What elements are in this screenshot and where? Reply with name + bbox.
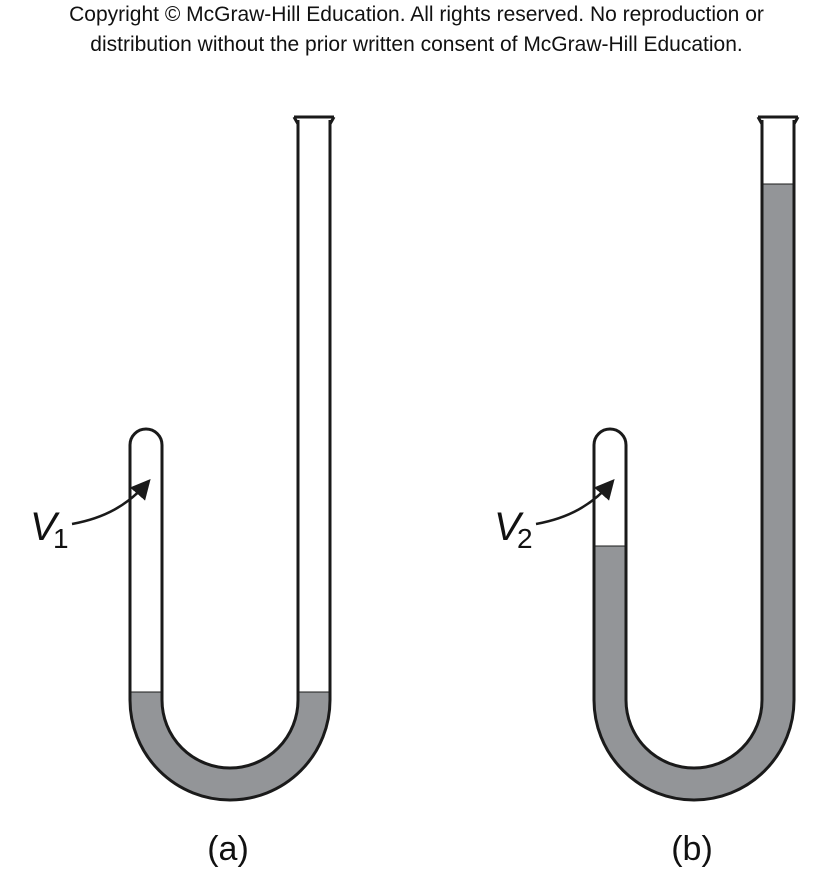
volume-arrow-a bbox=[71, 478, 151, 526]
u-tube-outer-wall-a-2 bbox=[128, 120, 332, 802]
caption-a: (a) bbox=[207, 830, 249, 868]
volume-label-a: V bbox=[30, 505, 60, 549]
panel-a: V 1 (a) bbox=[30, 115, 336, 868]
panel-b: V 2 (b) bbox=[494, 115, 800, 868]
tube-open-end-b bbox=[756, 115, 800, 125]
volume-subscript-a: 1 bbox=[53, 523, 69, 554]
u-tube-outer-wall-b-2 bbox=[592, 120, 796, 802]
volume-arrow-b bbox=[535, 478, 615, 526]
mercury-column-b bbox=[594, 184, 794, 800]
copyright-line-1: Copyright © McGraw-Hill Education. All r… bbox=[69, 3, 764, 26]
caption-b: (b) bbox=[671, 830, 713, 868]
u-tube-outer-wall-b bbox=[592, 120, 764, 770]
copyright-line-2: distribution without the prior written c… bbox=[90, 33, 743, 56]
copyright-notice: Copyright © McGraw-Hill Education. All r… bbox=[0, 0, 833, 60]
volume-label-b: V bbox=[494, 505, 524, 549]
volume-subscript-b: 2 bbox=[517, 523, 533, 554]
u-tube-outer-wall-a bbox=[128, 120, 300, 770]
tube-open-end-a bbox=[292, 115, 336, 125]
mercury-column-a bbox=[130, 692, 330, 800]
